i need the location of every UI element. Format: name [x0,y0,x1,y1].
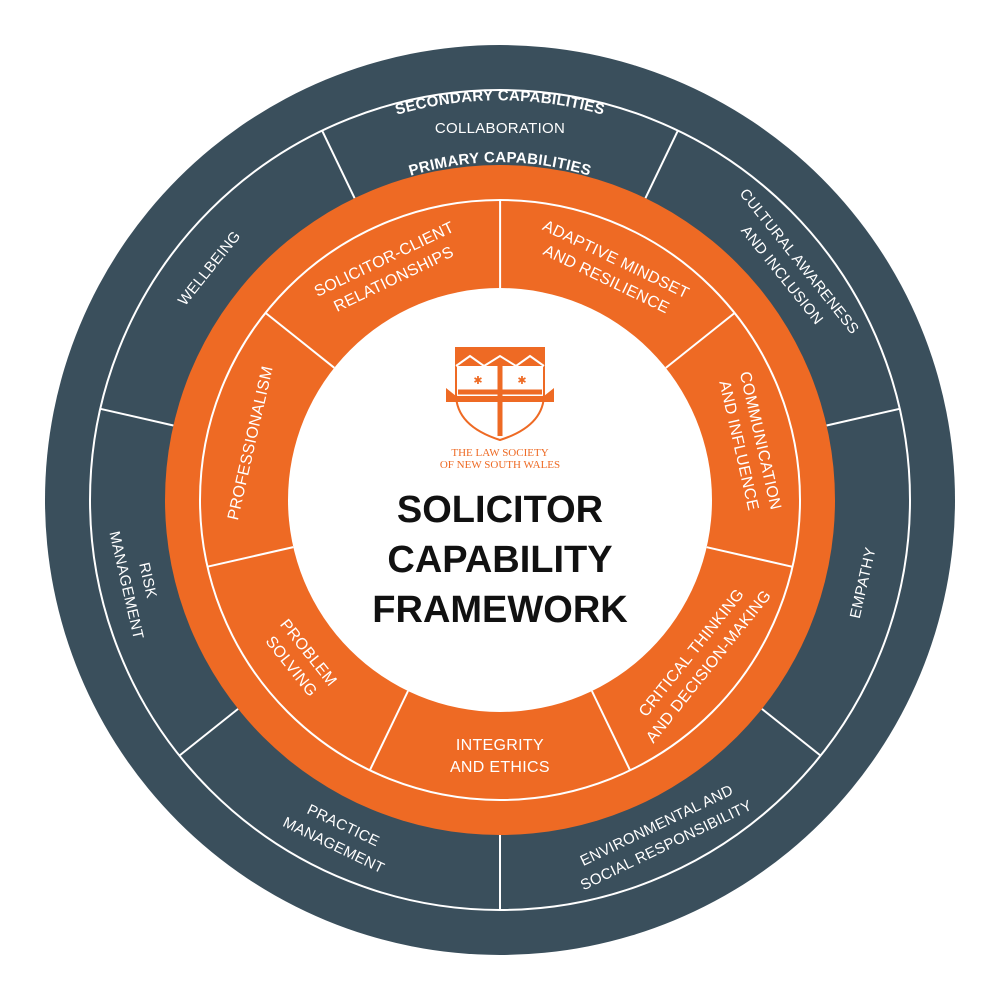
center-title-line-1: SOLICITOR [397,489,603,531]
svg-text:✱: ✱ [473,374,482,387]
svg-text:✱: ✱ [517,374,526,387]
secondary-divider [761,708,822,757]
primary-divider [590,690,632,771]
logo-org-line-2: OF NEW SOUTH WALES [440,459,560,471]
center-disc [288,288,712,712]
law-society-crest-icon: ✱ ✱ OMNIUM JURA DEFENDIMUS [446,347,554,442]
secondary-divider [178,708,239,757]
secondary-divider [321,130,356,199]
primary-dividers [207,200,793,771]
primary-divider [207,546,294,568]
secondary-divider [644,130,679,199]
secondary-divider [826,407,900,427]
primary-divider [264,312,335,369]
center-title-line-3: FRAMEWORK [372,589,628,631]
secondary-divider [100,407,174,427]
primary-divider [665,312,736,369]
center-title-line-2: CAPABILITY [387,539,612,581]
logo-org-line-1: THE LAW SOCIETY [451,447,548,459]
secondary-segment-collaboration-line-1: COLLABORATION [435,120,565,137]
secondary-segment-collaboration: COLLABORATION [435,120,565,137]
primary-segment-integrity: INTEGRITY AND ETHICS [450,737,550,776]
logo-motto: OMNIUM JURA DEFENDIMUS [465,396,535,402]
primary-divider [368,690,409,771]
primary-divider [706,546,793,568]
primary-segment-integrity-line-1: INTEGRITY [456,737,544,754]
primary-segment-integrity-line-2: AND ETHICS [450,759,550,776]
secondary-dividers [100,130,900,910]
